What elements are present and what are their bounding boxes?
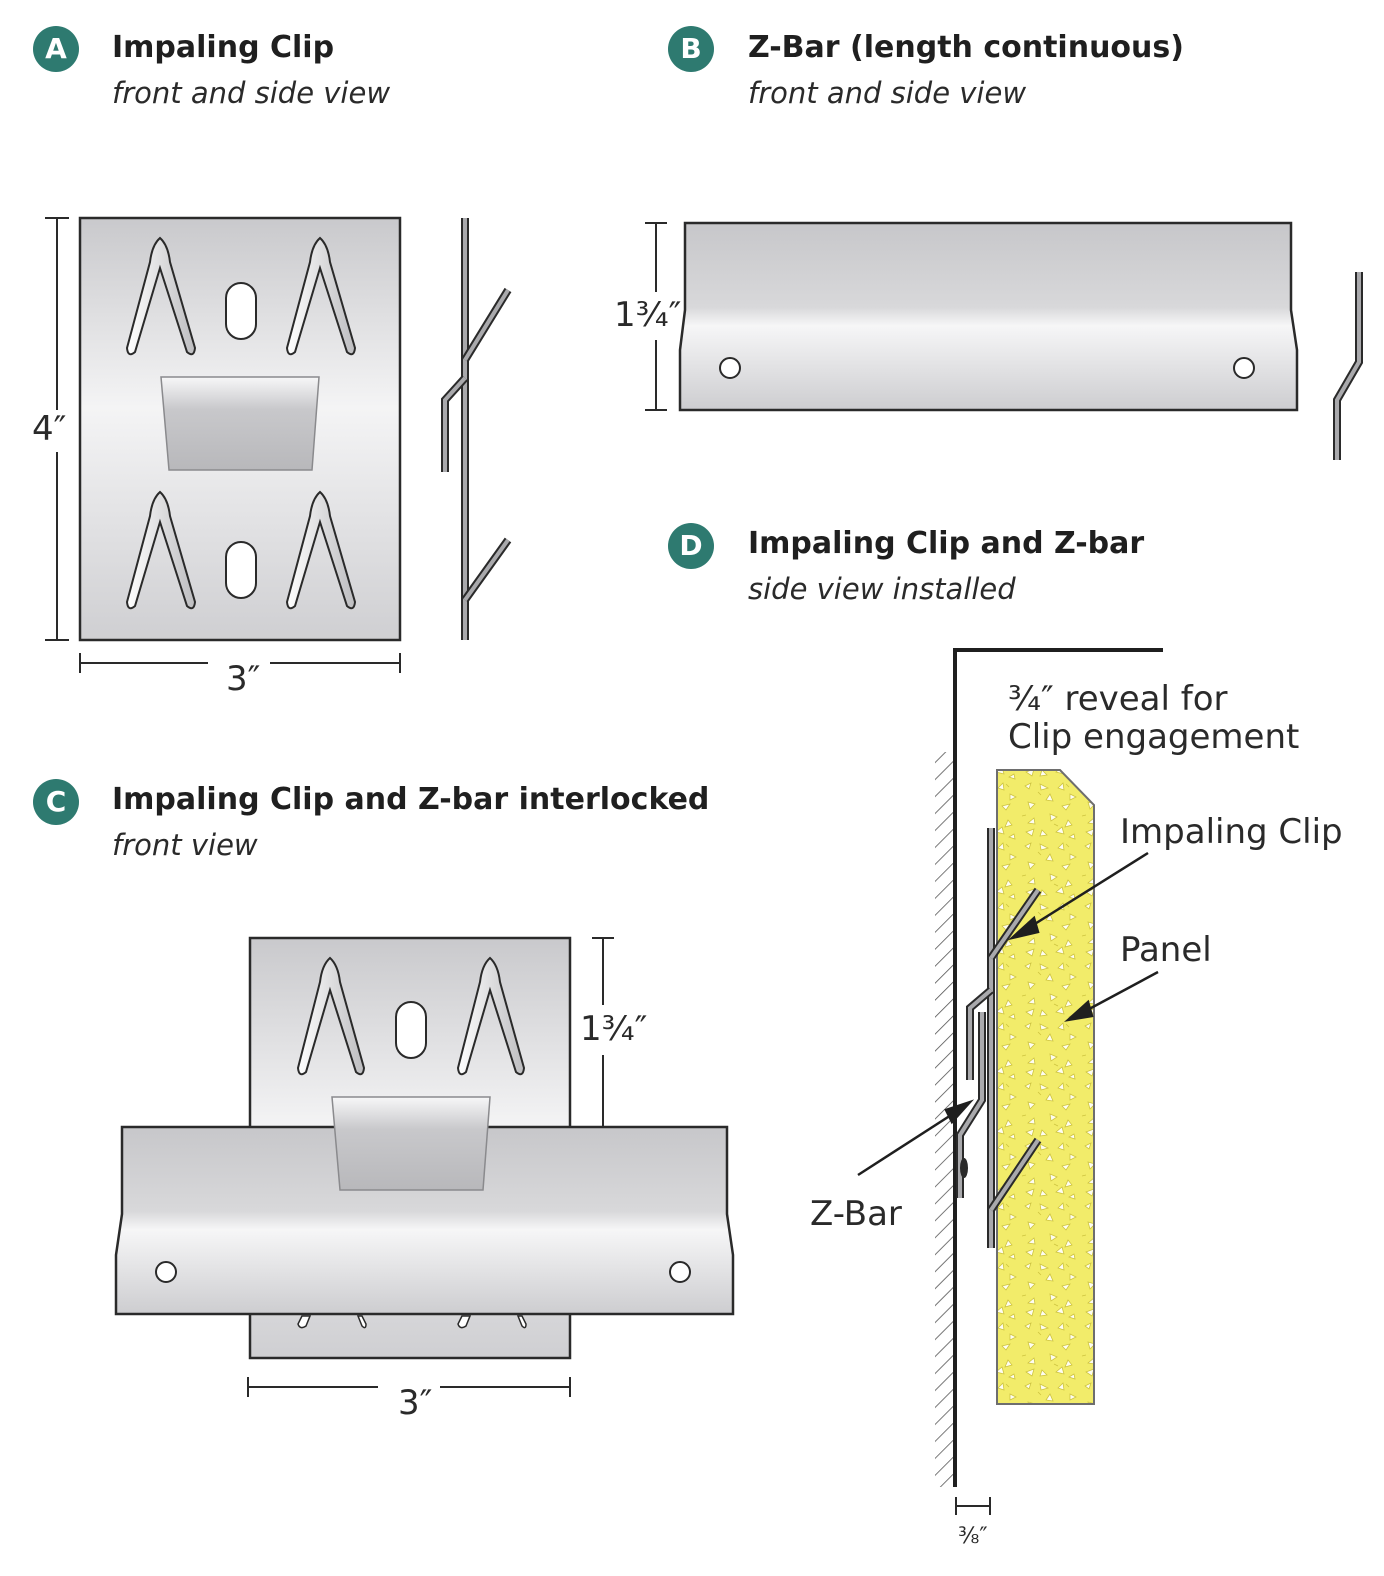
panel-d-clip-and-zbar [956,828,1042,1248]
panel-d-clip-label: Impaling Clip [1120,812,1343,852]
panel-d-panel-label: Panel [1120,930,1212,970]
panel-b-zbar-front [678,221,1299,412]
panel-d-zbar-label: Z-Bar [810,1194,902,1234]
panel-a-dimensions [45,217,401,673]
panel-a-title: Impaling Clip [112,30,335,65]
panel-a-subtitle: front and side view [112,76,391,110]
panel-a-clip-side [441,218,512,640]
panel-c-title: Impaling Clip and Z-bar interlocked [112,782,710,817]
panel-a-clip-front [78,216,402,642]
panel-c-subtitle: front view [112,828,258,862]
panel-a-height-label: 4″ [32,409,66,449]
panel-c-assembly [114,936,735,1360]
panel-d-reveal-line1: ¾″ reveal for [1008,679,1228,719]
badge-c: C [33,779,79,825]
panel-c-dimensions [247,937,614,1397]
panel-d-leaders [857,851,1159,1177]
panel-a-width-label: 3″ [226,659,260,699]
panel-b-subtitle: front and side view [748,76,1027,110]
panel-d-panel [996,769,1095,1405]
panel-d-subtitle: side view installed [748,572,1016,606]
panel-b-dimensions [645,222,667,411]
panel-d-gap-dimension [955,1497,991,1515]
panel-d-gap-label: ⅜″ [958,1524,988,1549]
panel-b-height-label: 1¾″ [614,295,681,335]
badge-d: D [668,523,714,569]
panel-c-height-label: 1¾″ [580,1009,647,1049]
badge-b: B [668,26,714,72]
badge-a: A [33,26,79,72]
panel-d-reveal-line2: Clip engagement [1008,717,1299,757]
panel-d-title: Impaling Clip and Z-bar [748,526,1145,561]
panel-b-zbar-side [1333,272,1363,460]
panel-b-title: Z-Bar (length continuous) [748,30,1184,65]
panel-c-width-label: 3″ [398,1383,432,1423]
